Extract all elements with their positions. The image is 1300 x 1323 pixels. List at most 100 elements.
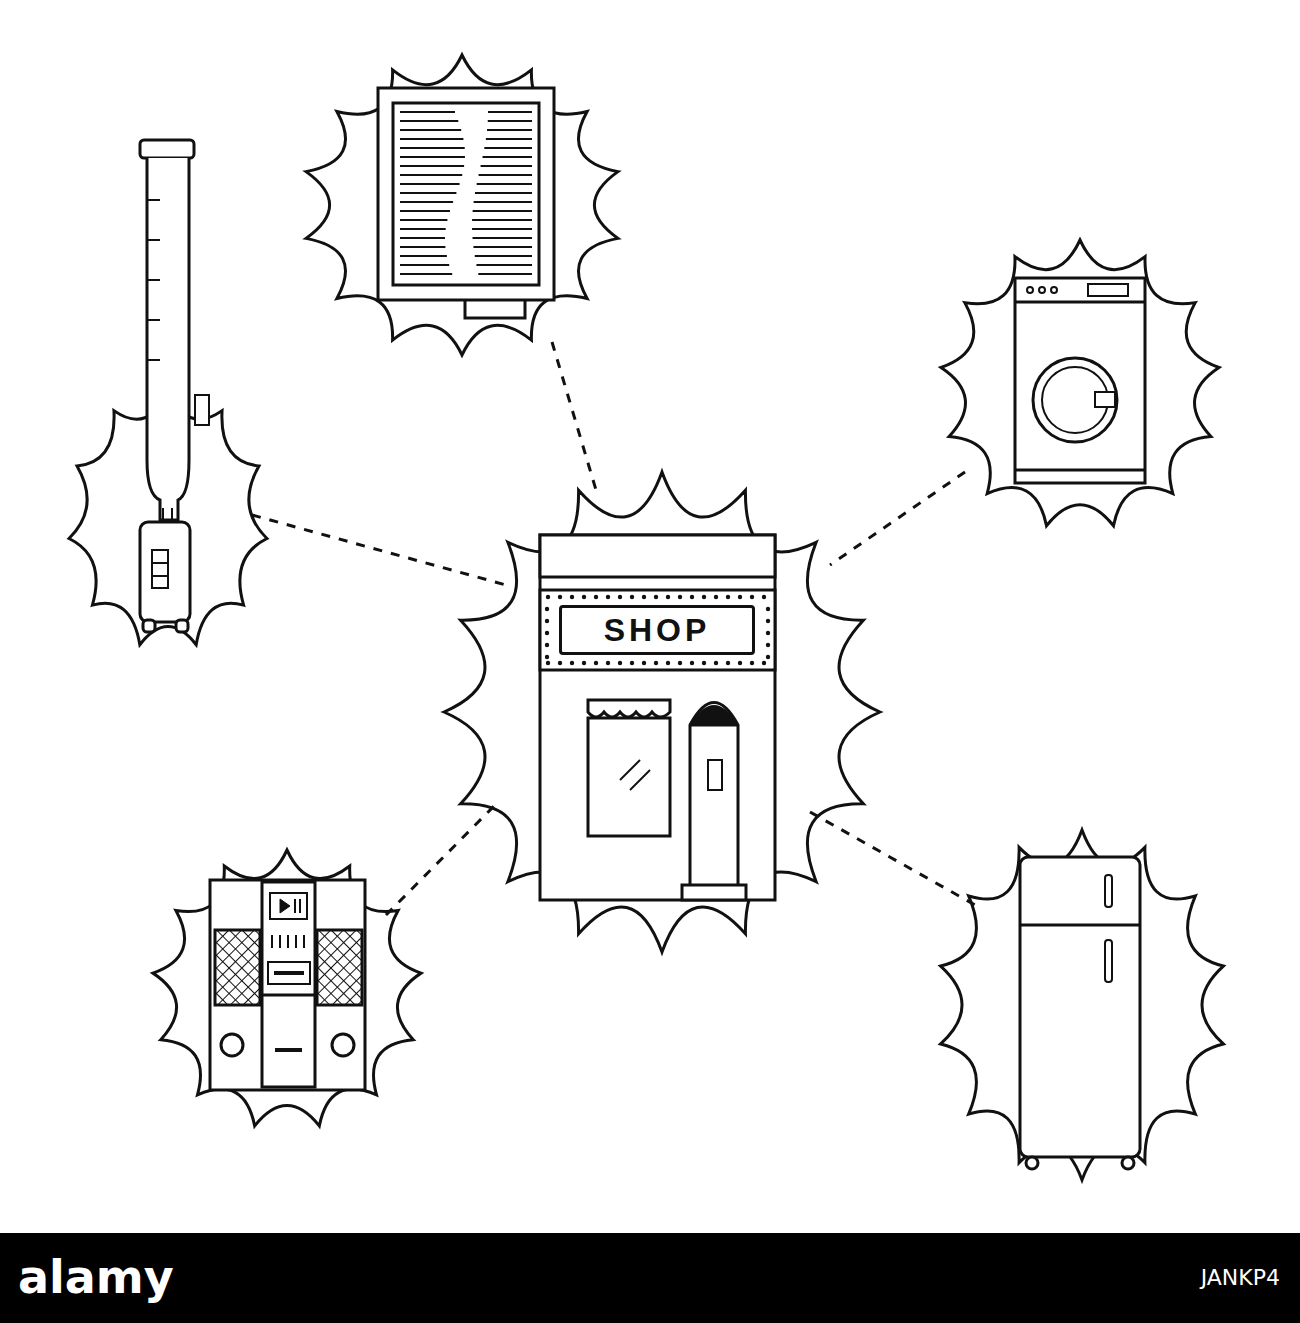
sign-dot bbox=[545, 643, 549, 647]
sign-dot bbox=[630, 595, 634, 599]
sign-dot bbox=[654, 661, 658, 665]
hatch-line bbox=[474, 201, 532, 203]
hatch-line bbox=[483, 156, 532, 158]
sign-dot bbox=[606, 595, 610, 599]
hatch-line bbox=[400, 228, 446, 230]
hatch-line bbox=[400, 210, 450, 212]
sign-dot bbox=[642, 661, 646, 665]
hatch-line bbox=[400, 111, 455, 113]
hatch-line bbox=[473, 210, 532, 212]
sign-dot bbox=[762, 661, 766, 665]
hatch-line bbox=[400, 201, 453, 203]
hatch-line bbox=[472, 219, 532, 221]
sign-dot bbox=[678, 595, 682, 599]
hatch-line bbox=[400, 255, 447, 257]
hatch-line bbox=[472, 228, 532, 230]
dashed-line bbox=[552, 342, 596, 490]
starburst bbox=[444, 472, 880, 952]
dashed-line bbox=[830, 472, 965, 565]
hatch-line bbox=[481, 165, 532, 167]
hatch-line bbox=[400, 156, 465, 158]
sign-dot bbox=[642, 595, 646, 599]
starburst bbox=[941, 240, 1219, 526]
hatch-line bbox=[400, 273, 452, 275]
sign-dot bbox=[766, 643, 770, 647]
hatch-line bbox=[476, 264, 532, 266]
sign-dot bbox=[766, 619, 770, 623]
sign-dot bbox=[714, 661, 718, 665]
hatch-line bbox=[484, 147, 532, 149]
hatch-line bbox=[400, 138, 463, 140]
sign-dot bbox=[545, 607, 549, 611]
sign-dot bbox=[546, 661, 550, 665]
shop-sign: SHOP bbox=[559, 605, 755, 655]
fridge-icon bbox=[1020, 857, 1140, 1169]
hatch-line bbox=[400, 120, 458, 122]
hatch-line bbox=[477, 183, 532, 185]
sign-dot bbox=[630, 661, 634, 665]
sign-dot bbox=[666, 595, 670, 599]
shop-building bbox=[540, 535, 775, 900]
tv-icon bbox=[378, 88, 554, 318]
sign-dot bbox=[702, 595, 706, 599]
sign-dot bbox=[726, 661, 730, 665]
sign-dot bbox=[582, 595, 586, 599]
sign-dot bbox=[738, 661, 742, 665]
sign-dot bbox=[750, 595, 754, 599]
hatch-line bbox=[475, 192, 532, 194]
sign-dot bbox=[545, 631, 549, 635]
sign-dot bbox=[594, 595, 598, 599]
sign-dot bbox=[750, 661, 754, 665]
hatch-line bbox=[486, 138, 532, 140]
sign-dot bbox=[690, 661, 694, 665]
sign-dot bbox=[558, 661, 562, 665]
sign-dot bbox=[766, 655, 770, 659]
image-id: JANKP4 bbox=[1201, 1265, 1280, 1290]
starburst bbox=[306, 55, 618, 355]
sign-dot bbox=[678, 661, 682, 665]
sign-dot bbox=[654, 595, 658, 599]
sign-dot bbox=[702, 661, 706, 665]
hatch-line bbox=[479, 174, 532, 176]
hatch-line bbox=[473, 246, 532, 248]
sign-dot bbox=[766, 631, 770, 635]
dashed-links bbox=[252, 342, 975, 915]
sign-dot bbox=[606, 661, 610, 665]
dashed-line bbox=[252, 515, 506, 585]
hatch-line bbox=[473, 237, 532, 239]
sign-dot bbox=[570, 661, 574, 665]
hatch-line bbox=[488, 120, 532, 122]
sign-dot bbox=[618, 661, 622, 665]
cooler-icon bbox=[140, 140, 209, 632]
hatch-line bbox=[400, 264, 449, 266]
dashed-line bbox=[810, 812, 975, 905]
hatch-line bbox=[488, 111, 532, 113]
hatch-line bbox=[400, 237, 445, 239]
dashed-line bbox=[386, 800, 500, 915]
sign-dot bbox=[546, 595, 550, 599]
sign-dot bbox=[545, 655, 549, 659]
sign-dot bbox=[558, 595, 562, 599]
sign-dot bbox=[618, 595, 622, 599]
watermark-bar bbox=[0, 1233, 1300, 1323]
sign-dot bbox=[570, 595, 574, 599]
sign-dot bbox=[594, 661, 598, 665]
hatch-line bbox=[487, 129, 532, 131]
sign-dot bbox=[690, 595, 694, 599]
hatch-line bbox=[400, 165, 464, 167]
sign-dot bbox=[738, 595, 742, 599]
hatch-line bbox=[400, 192, 456, 194]
sign-dot bbox=[582, 661, 586, 665]
stereo-icon bbox=[210, 880, 365, 1090]
hatch-line bbox=[400, 174, 462, 176]
hatch-line bbox=[478, 273, 532, 275]
hatch-line bbox=[400, 219, 447, 221]
sign-dot bbox=[766, 607, 770, 611]
sign-text: SHOP bbox=[604, 612, 711, 649]
starburst bbox=[941, 830, 1224, 1180]
hatch-line bbox=[400, 183, 460, 185]
hatch-line bbox=[400, 147, 465, 149]
